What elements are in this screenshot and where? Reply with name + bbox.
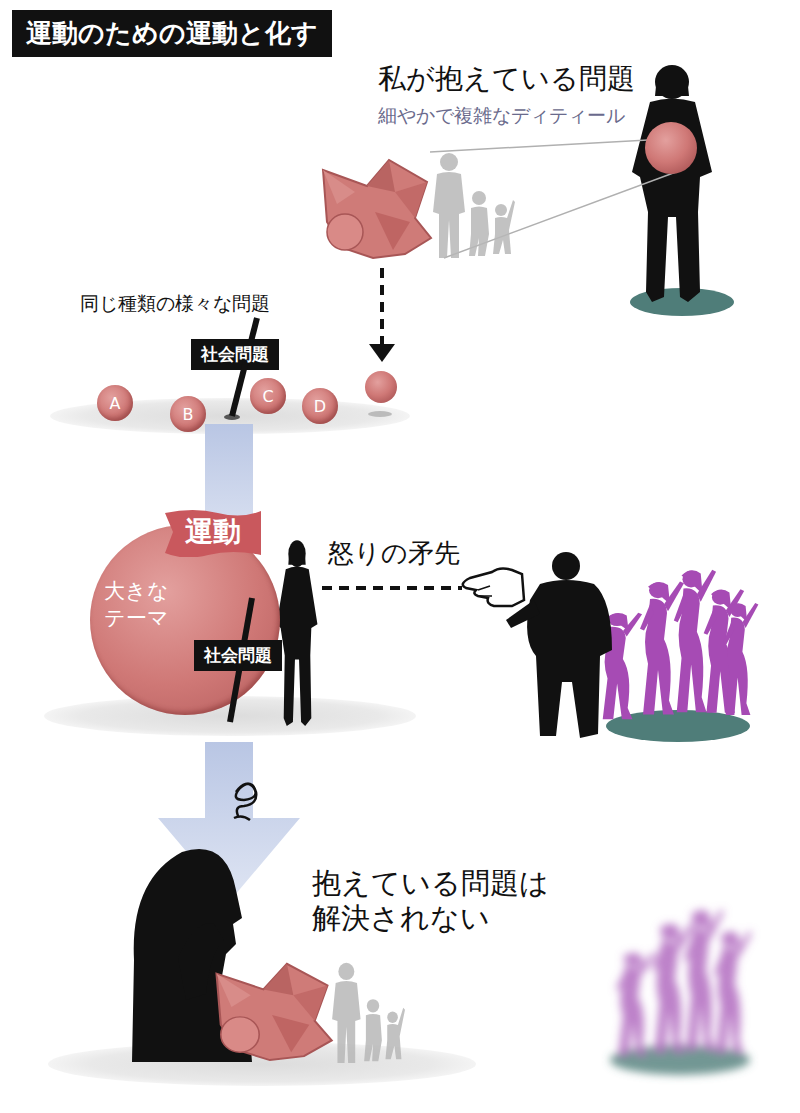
node-text: D xyxy=(314,397,326,416)
node-text: A xyxy=(110,394,121,413)
dashed-line xyxy=(322,586,462,590)
node-text: C xyxy=(262,387,273,406)
label-text: 細やかで複雑なディティール xyxy=(378,104,625,127)
shape xyxy=(506,600,540,628)
node-text: 大きな テーマ xyxy=(104,578,184,633)
shape xyxy=(714,931,753,1053)
woman-figure xyxy=(277,540,318,726)
dashed-arrow xyxy=(380,268,384,344)
shape xyxy=(527,580,612,738)
shape xyxy=(652,923,694,1052)
node-text: 社会問題 xyxy=(204,645,272,665)
arrow-head xyxy=(369,344,395,362)
shadow xyxy=(368,411,392,417)
problem-circle xyxy=(645,122,697,174)
problem-circle xyxy=(365,371,397,403)
shape xyxy=(463,568,524,606)
zoom-line xyxy=(430,140,648,152)
sign-box: 社会問題 xyxy=(191,339,279,370)
dancers xyxy=(600,570,759,719)
shape xyxy=(552,552,580,580)
problem-blob xyxy=(217,964,332,1060)
problem-circle: D xyxy=(302,388,338,424)
shape xyxy=(640,582,684,715)
blurred-dancers xyxy=(610,910,752,1075)
family-figures xyxy=(433,153,515,258)
movement-flag: 運動 xyxy=(165,507,261,557)
problem-circle: B xyxy=(170,396,206,432)
label-text: 同じ種類の様々な問題 xyxy=(80,292,270,315)
label-text: 怒りの矛先 xyxy=(328,538,460,569)
label-text: 抱えている問題は 解決されない xyxy=(312,866,582,936)
scribble xyxy=(234,784,256,820)
shape xyxy=(616,910,753,1056)
node-text: 運動 xyxy=(185,513,241,551)
problem-circle: A xyxy=(97,385,133,421)
shape xyxy=(478,586,492,596)
pointing-hand xyxy=(463,568,524,606)
problem-circle: C xyxy=(250,378,286,414)
sign-box: 社会問題 xyxy=(194,640,282,671)
label-text: 私が抱えている問題 xyxy=(378,62,635,96)
flag-cloth xyxy=(165,510,261,557)
shape xyxy=(723,603,758,715)
problem-blob xyxy=(323,160,431,258)
man-figure xyxy=(506,552,612,738)
shape xyxy=(684,910,724,1051)
shape xyxy=(616,953,656,1056)
node-text: 社会問題 xyxy=(201,344,269,364)
family-figures xyxy=(332,963,405,1063)
node-text: B xyxy=(183,405,194,424)
title-text: 運動のための運動と化す xyxy=(12,10,332,57)
pole-hole xyxy=(224,414,240,420)
